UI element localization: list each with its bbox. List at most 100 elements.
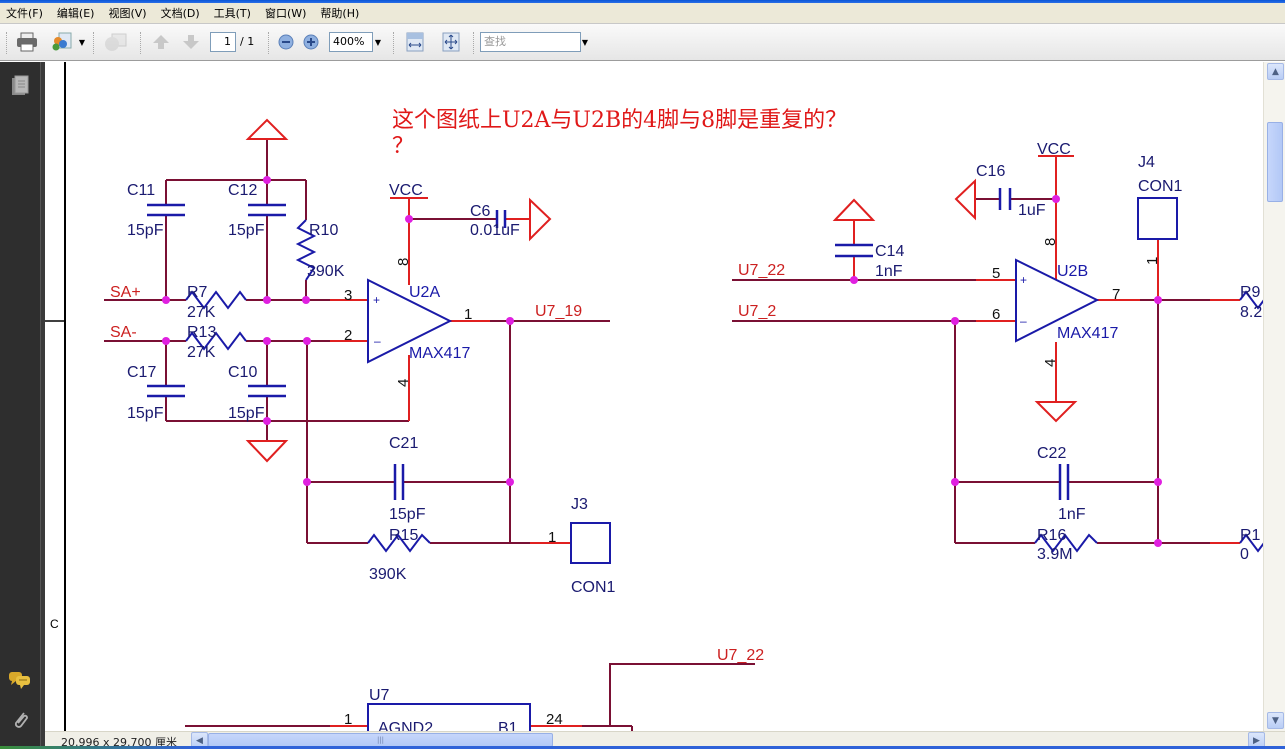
u2b-pin-8: 8 (1042, 238, 1059, 246)
scroll-down-button[interactable]: ▼ (1267, 712, 1284, 729)
find-dropdown-arrow[interactable]: ▼ (581, 37, 589, 47)
share-dropdown-arrow[interactable]: ▼ (78, 37, 86, 47)
zoom-out-icon (278, 34, 294, 50)
comments-icon (9, 672, 30, 689)
annotation-question-cont: ？ (392, 134, 414, 159)
fit-page-button[interactable] (440, 30, 462, 54)
scroll-up-button[interactable]: ▲ (1267, 63, 1284, 80)
opamp-u2b-symbol (1015, 258, 1100, 343)
c12-ref: C12 (228, 182, 257, 199)
find-input[interactable]: 查找 (480, 32, 581, 52)
menu-document[interactable]: 文档(D) (160, 7, 200, 20)
page-number-input[interactable]: 1 (210, 32, 236, 52)
chip-u7-ref: U7 (369, 687, 390, 704)
opamp-minus-sign: – (374, 334, 381, 348)
zoom-dropdown-arrow[interactable]: ▼ (374, 37, 382, 47)
pages-icon (12, 75, 29, 95)
comment-button[interactable] (102, 30, 130, 54)
share-icon (52, 32, 72, 51)
r9-value: 8.2 (1240, 304, 1262, 321)
u2b-pin-6: 6 (992, 306, 1000, 323)
next-page-button[interactable] (180, 30, 202, 54)
menu-edit[interactable]: 编辑(E) (56, 7, 95, 20)
taskbar-edge (0, 746, 1285, 749)
j3-value: CON1 (571, 579, 616, 596)
net-label-u7-2: U7_2 (738, 303, 776, 320)
c6-ref: C6 (470, 203, 491, 220)
ground-symbol-bottom (245, 440, 289, 463)
c10-ref: C10 (228, 364, 257, 381)
right-power-symbols (832, 178, 1078, 423)
ground-symbol-c14 (832, 198, 876, 221)
opamp-u2a-part: MAX417 (409, 345, 470, 362)
opamp-minus-sign: – (1020, 314, 1027, 328)
page-size-label: 20.996 x 29.700 厘米 (61, 736, 177, 749)
toolbar-separator (473, 32, 475, 54)
opamp-u2b-part: MAX417 (1057, 325, 1118, 342)
connector-j4-symbol (1137, 197, 1178, 240)
toolbar-separator (393, 32, 395, 54)
u2b-pin-4: 4 (1042, 359, 1059, 367)
toolbar: ▼ 1 / 1 400% ▼ 查找 ▼ (0, 23, 1285, 61)
zoom-in-button[interactable] (301, 30, 321, 54)
prev-page-button[interactable] (150, 30, 172, 54)
c12-value: 15pF (228, 222, 265, 239)
sidebar-splitter[interactable] (40, 62, 45, 749)
annotation-question: 这个图纸上U2A与U2B的4脚与8脚是重复的？ (392, 108, 847, 133)
zoom-out-button[interactable] (276, 30, 296, 54)
u2a-pin-1: 1 (464, 306, 472, 323)
c16-value: 1uF (1018, 202, 1046, 219)
ground-symbol-c16 (954, 178, 976, 221)
menu-file[interactable]: 文件(F) (6, 7, 43, 20)
left-pin-lines (330, 197, 570, 544)
u7-pin-1: 1 (344, 711, 352, 728)
menu-window[interactable]: 窗口(W) (264, 7, 307, 20)
r15-ref: R15 (389, 527, 418, 544)
r9-ref: R9 (1240, 284, 1261, 301)
c22-value: 1nF (1058, 506, 1086, 523)
r16-value: 3.9M (1037, 546, 1073, 563)
opamp-plus-sign: + (1020, 273, 1027, 287)
vertical-scroll-thumb[interactable] (1267, 122, 1283, 202)
menu-help[interactable]: 帮助(H) (320, 7, 360, 20)
r16-ref: R16 (1037, 527, 1066, 544)
menu-view[interactable]: 视图(V) (108, 7, 147, 20)
left-capacitors (147, 203, 507, 500)
comments-panel-button[interactable] (8, 668, 32, 692)
u2b-pin-7: 7 (1112, 286, 1120, 303)
j4-pin-1: 1 (1144, 257, 1161, 265)
c21-value: 15pF (389, 506, 426, 523)
ground-symbol-u2b (1034, 401, 1078, 423)
right-pin-lines (853, 155, 1240, 544)
print-button[interactable] (14, 30, 40, 54)
r10-ref: R10 (309, 222, 338, 239)
right-resistors (1034, 290, 1263, 553)
opamp-u2b-ref: U2B (1057, 263, 1088, 280)
power-label-vcc-left: VCC (389, 182, 423, 199)
j4-value: CON1 (1138, 178, 1183, 195)
c14-ref: C14 (875, 243, 904, 260)
pages-panel-button[interactable] (8, 74, 32, 98)
share-button[interactable] (50, 30, 74, 54)
right-junctions (850, 195, 1162, 547)
net-label-sa-plus: SA+ (110, 284, 141, 301)
opamp-u2a-ref: U2A (409, 284, 440, 301)
zoom-in-icon (303, 34, 319, 50)
window-title-bar (0, 0, 1285, 3)
horizontal-scroll-thumb[interactable]: ||| (208, 733, 553, 747)
zoom-level-input[interactable]: 400% (329, 32, 373, 52)
fit-width-button[interactable] (404, 30, 426, 54)
ground-symbol-top (245, 118, 289, 140)
prev-page-icon (153, 35, 169, 49)
menu-tools[interactable]: 工具(T) (213, 7, 251, 20)
vertical-scrollbar[interactable]: ▲ ▼ (1263, 62, 1285, 731)
attachments-panel-button[interactable] (8, 708, 32, 732)
c14-value: 1nF (875, 263, 903, 280)
c22-ref: C22 (1037, 445, 1066, 462)
schematic-canvas: C 这个图纸上U2A与U2B的4脚与8脚是重复的？ ？ (45, 62, 1263, 731)
right-capacitors (835, 188, 1070, 500)
u2a-pin-8: 8 (395, 258, 412, 266)
c11-ref: C11 (127, 182, 155, 199)
power-label-vcc-right: VCC (1037, 141, 1071, 158)
toolbar-separator (93, 32, 95, 54)
